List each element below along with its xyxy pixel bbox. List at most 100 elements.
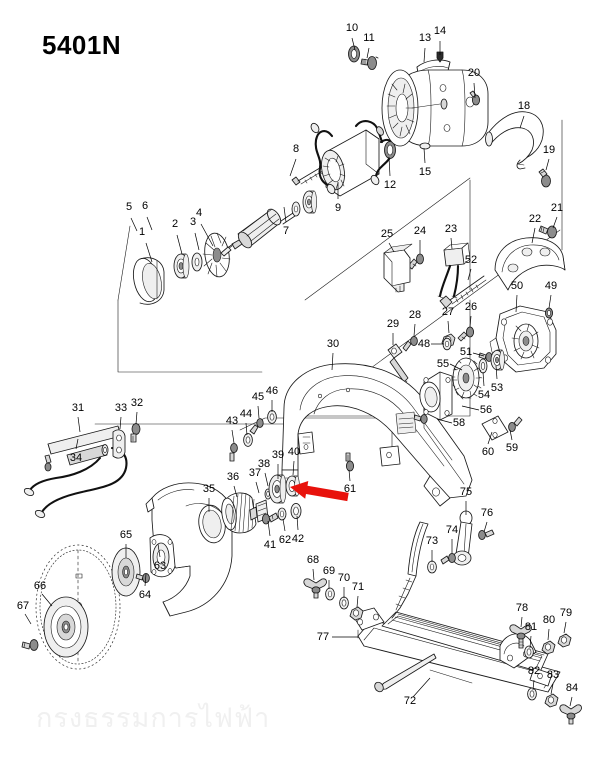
callout-32: 32 <box>131 397 143 425</box>
callout-number-41: 41 <box>264 539 276 551</box>
callout-number-18: 18 <box>518 100 530 112</box>
callout-21: 21 <box>551 202 563 229</box>
callout-number-50: 50 <box>511 280 523 292</box>
callout-leader-67 <box>24 613 32 625</box>
callout-number-61: 61 <box>344 483 356 495</box>
callout-25: 25 <box>381 228 395 253</box>
callout-number-26: 26 <box>465 301 477 313</box>
callout-leader-33 <box>119 416 122 430</box>
callout-leader-26 <box>469 315 472 328</box>
part-22-handle-cover <box>494 237 566 291</box>
callout-24: 24 <box>414 225 426 254</box>
part-2-bearing <box>173 253 190 279</box>
part-60-link-bar <box>481 415 509 441</box>
callout-leader-59 <box>509 429 513 441</box>
part-80-nut <box>541 640 556 655</box>
part-46-bushing <box>267 410 277 424</box>
callout-leader-83 <box>550 683 554 695</box>
part-62-washer <box>277 507 287 521</box>
callout-number-32: 32 <box>131 397 143 409</box>
callout-leader-78 <box>520 616 523 628</box>
callout-68: 68 <box>307 554 319 581</box>
callout-leader-80 <box>547 628 550 641</box>
part-1-end-cap <box>132 257 165 305</box>
callout-leader-56 <box>461 405 480 411</box>
callout-number-27: 27 <box>442 306 454 318</box>
red-arrow <box>290 481 349 502</box>
callout-33: 33 <box>115 402 127 430</box>
callout-leader-49 <box>548 294 552 309</box>
callout-84: 84 <box>566 682 578 707</box>
part-65-outer-flange <box>111 547 141 597</box>
part-54-ring <box>478 358 488 374</box>
callout-leader-81 <box>529 635 532 649</box>
callout-leader-64 <box>144 573 147 587</box>
part-12-o-ring <box>384 141 396 159</box>
part-10-o-ring <box>348 45 360 63</box>
callout-number-3: 3 <box>190 216 196 228</box>
callout-leader-27 <box>447 320 450 334</box>
part-68-wing-nut <box>303 578 327 599</box>
part-11-screw <box>360 56 379 70</box>
part-63-inner-flange <box>149 534 176 578</box>
part-70-washer <box>339 596 349 610</box>
callout-number-77: 77 <box>317 631 329 643</box>
callout-83: 83 <box>547 669 559 695</box>
callout-number-64: 64 <box>139 589 151 601</box>
callout-13: 13 <box>419 32 431 63</box>
callout-number-13: 13 <box>419 32 431 44</box>
callout-leader-20 <box>473 82 476 99</box>
base-lever-arm <box>391 521 429 619</box>
callout-number-52: 52 <box>465 254 477 266</box>
callout-number-33: 33 <box>115 402 127 414</box>
callout-46: 46 <box>266 385 278 412</box>
callout-leader-50 <box>515 294 518 313</box>
callout-leader-7 <box>283 206 287 223</box>
callout-26: 26 <box>465 301 477 328</box>
callout-number-25: 25 <box>381 228 393 240</box>
callout-36: 36 <box>227 471 239 498</box>
part-50-gear-housing <box>489 305 557 373</box>
part-56-flange <box>419 371 453 421</box>
callout-number-84: 84 <box>566 682 578 694</box>
part-32-screw <box>130 423 141 443</box>
callout-51: 51 <box>460 346 485 358</box>
callout-leader-19 <box>545 158 550 171</box>
callout-number-45: 45 <box>252 391 264 403</box>
callout-leader-8 <box>289 158 297 177</box>
callout-number-82: 82 <box>528 665 540 677</box>
part-26-screw <box>457 326 475 342</box>
callout-75: 75 <box>460 486 472 515</box>
callout-number-79: 79 <box>560 607 572 619</box>
callout-72: 72 <box>404 677 431 707</box>
callout-38: 38 <box>258 458 270 487</box>
callout-number-53: 53 <box>491 382 503 394</box>
callout-53: 53 <box>491 365 503 394</box>
callout-leader-43 <box>231 429 235 444</box>
callout-15: 15 <box>419 147 431 178</box>
part-76-screw <box>478 529 495 541</box>
callout-number-42: 42 <box>292 533 304 545</box>
callout-28: 28 <box>409 309 421 337</box>
callout-54: 54 <box>478 371 490 401</box>
callout-leader-3 <box>194 232 200 251</box>
callout-leader-72 <box>412 677 431 698</box>
callout-number-40: 40 <box>288 446 300 458</box>
callout-number-75: 75 <box>460 486 472 498</box>
callout-number-66: 66 <box>34 580 46 592</box>
callout-number-55: 55 <box>437 358 449 370</box>
callout-number-68: 68 <box>307 554 319 566</box>
callout-leader-38 <box>264 472 269 487</box>
part-33-cord-clamp <box>112 429 126 459</box>
callout-6: 6 <box>142 200 153 231</box>
callout-number-60: 60 <box>482 446 494 458</box>
part-59-screw <box>508 416 523 433</box>
callout-leader-25 <box>388 242 395 253</box>
callout-leader-62 <box>282 518 286 532</box>
part-7-bearing <box>302 190 317 214</box>
callout-number-6: 6 <box>142 200 148 212</box>
callout-74: 74 <box>446 524 458 553</box>
callout-number-70: 70 <box>338 572 350 584</box>
part-36-boot <box>221 492 257 534</box>
